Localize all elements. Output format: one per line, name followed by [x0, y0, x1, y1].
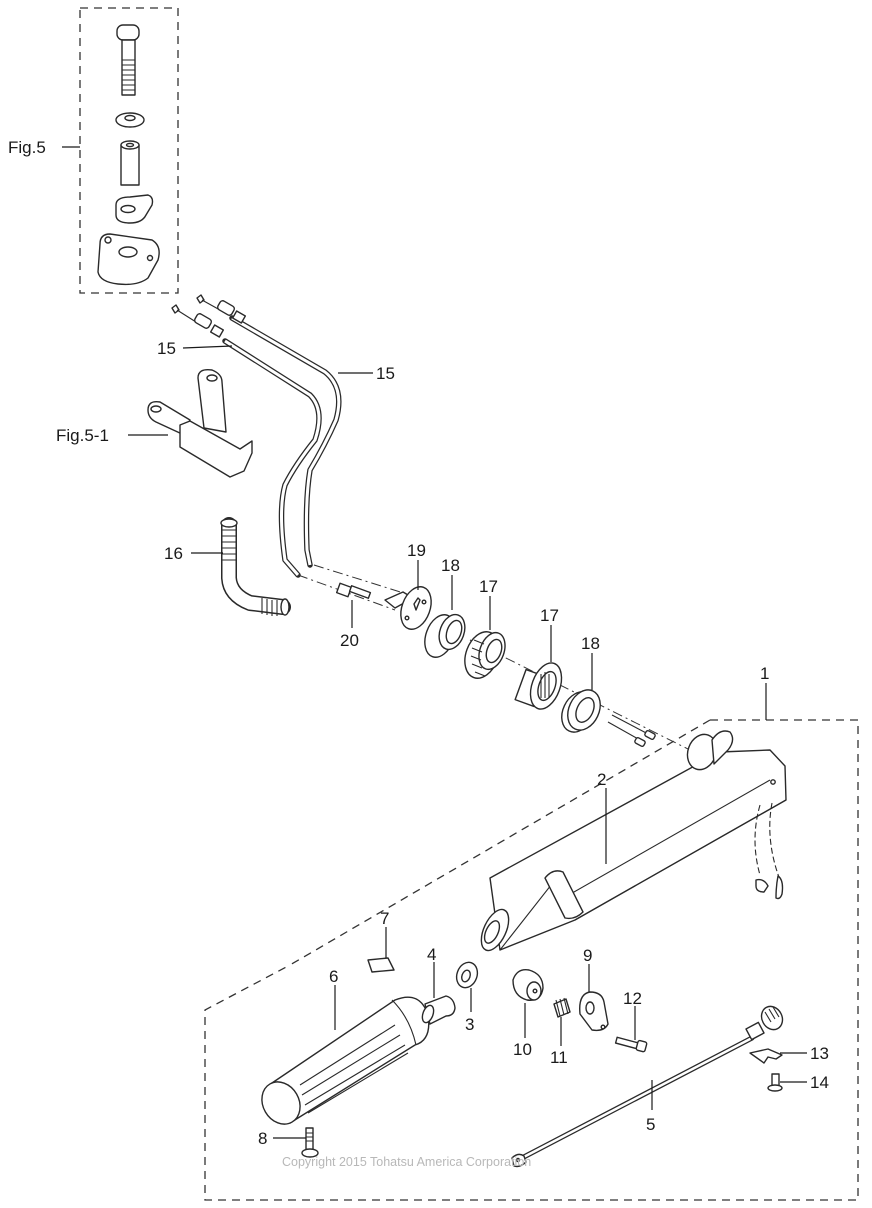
- callout-17b: 17: [540, 606, 559, 625]
- callout-14: 14: [810, 1073, 829, 1092]
- washer-part: [115, 112, 145, 128]
- callout-16: 16: [164, 544, 183, 563]
- callout-9: 9: [583, 946, 592, 965]
- fig5-label: Fig.5: [8, 138, 46, 157]
- fig5-inset: Fig.5: [8, 7, 179, 294]
- callout-10: 10: [513, 1040, 532, 1059]
- sticker-7-part: [367, 957, 395, 973]
- callout-1: 1: [760, 664, 769, 683]
- collar-part: [120, 140, 140, 186]
- gear-17a-part: [464, 631, 506, 679]
- screw-12-part: [614, 1036, 648, 1053]
- bolt-part: [116, 24, 140, 96]
- bolt-20-part: [335, 582, 372, 599]
- plate-19-part: [384, 586, 432, 630]
- callout-15b: 15: [376, 364, 395, 383]
- fig5-1-bracket: [147, 368, 253, 478]
- center-line: [313, 564, 411, 596]
- cam-10-part: [512, 969, 544, 1001]
- callout-19: 19: [407, 541, 426, 560]
- assembly-1-dashed-boundary: [204, 719, 859, 1201]
- assembly-1-dashed-diagonal: [289, 719, 711, 966]
- callout-18a: 18: [441, 556, 460, 575]
- screw-14-part: [767, 1073, 783, 1092]
- screw-8-part: [301, 1127, 319, 1158]
- callout-20: 20: [340, 631, 359, 650]
- callout-13: 13: [810, 1044, 829, 1063]
- callout-11: 11: [550, 1048, 568, 1067]
- callout-8: 8: [258, 1129, 267, 1148]
- washer-3-part: [455, 961, 479, 989]
- fig5-dashed-box: [79, 7, 179, 294]
- copyright-watermark: Copyright 2015 Tohatsu America Corporati…: [282, 1155, 531, 1169]
- grip-6-part: [261, 996, 430, 1125]
- gear-17b-part: [514, 662, 563, 710]
- cam-part: [115, 194, 154, 224]
- callout-12: 12: [623, 989, 642, 1008]
- pins-part: [607, 714, 656, 747]
- callout-5: 5: [646, 1115, 655, 1134]
- insert-4-part: [421, 995, 456, 1025]
- hose-part: [220, 517, 291, 616]
- handle-arm-part: [480, 730, 787, 952]
- spring-11-part: [553, 997, 571, 1018]
- plate-part: [97, 233, 160, 286]
- callout-15a: 15: [157, 339, 176, 358]
- p15a-leader: [182, 345, 233, 349]
- rod-5-part: [511, 1005, 784, 1168]
- bushing-18a-part: [424, 613, 466, 658]
- center-line: [297, 574, 396, 611]
- callout-4: 4: [427, 945, 436, 964]
- fig5-1-label: Fig.5-1: [56, 426, 109, 445]
- callout-7: 7: [380, 909, 389, 928]
- callout-6: 6: [329, 967, 338, 986]
- callout-18b: 18: [581, 634, 600, 653]
- callout-17a: 17: [479, 577, 498, 596]
- clamp-9-part: [579, 991, 609, 1032]
- callout-3: 3: [465, 1015, 474, 1034]
- throttle-cables: [171, 294, 342, 578]
- callout-2: 2: [597, 770, 606, 789]
- bushing-18b-part: [561, 689, 601, 733]
- clip-13-part: [749, 1048, 783, 1064]
